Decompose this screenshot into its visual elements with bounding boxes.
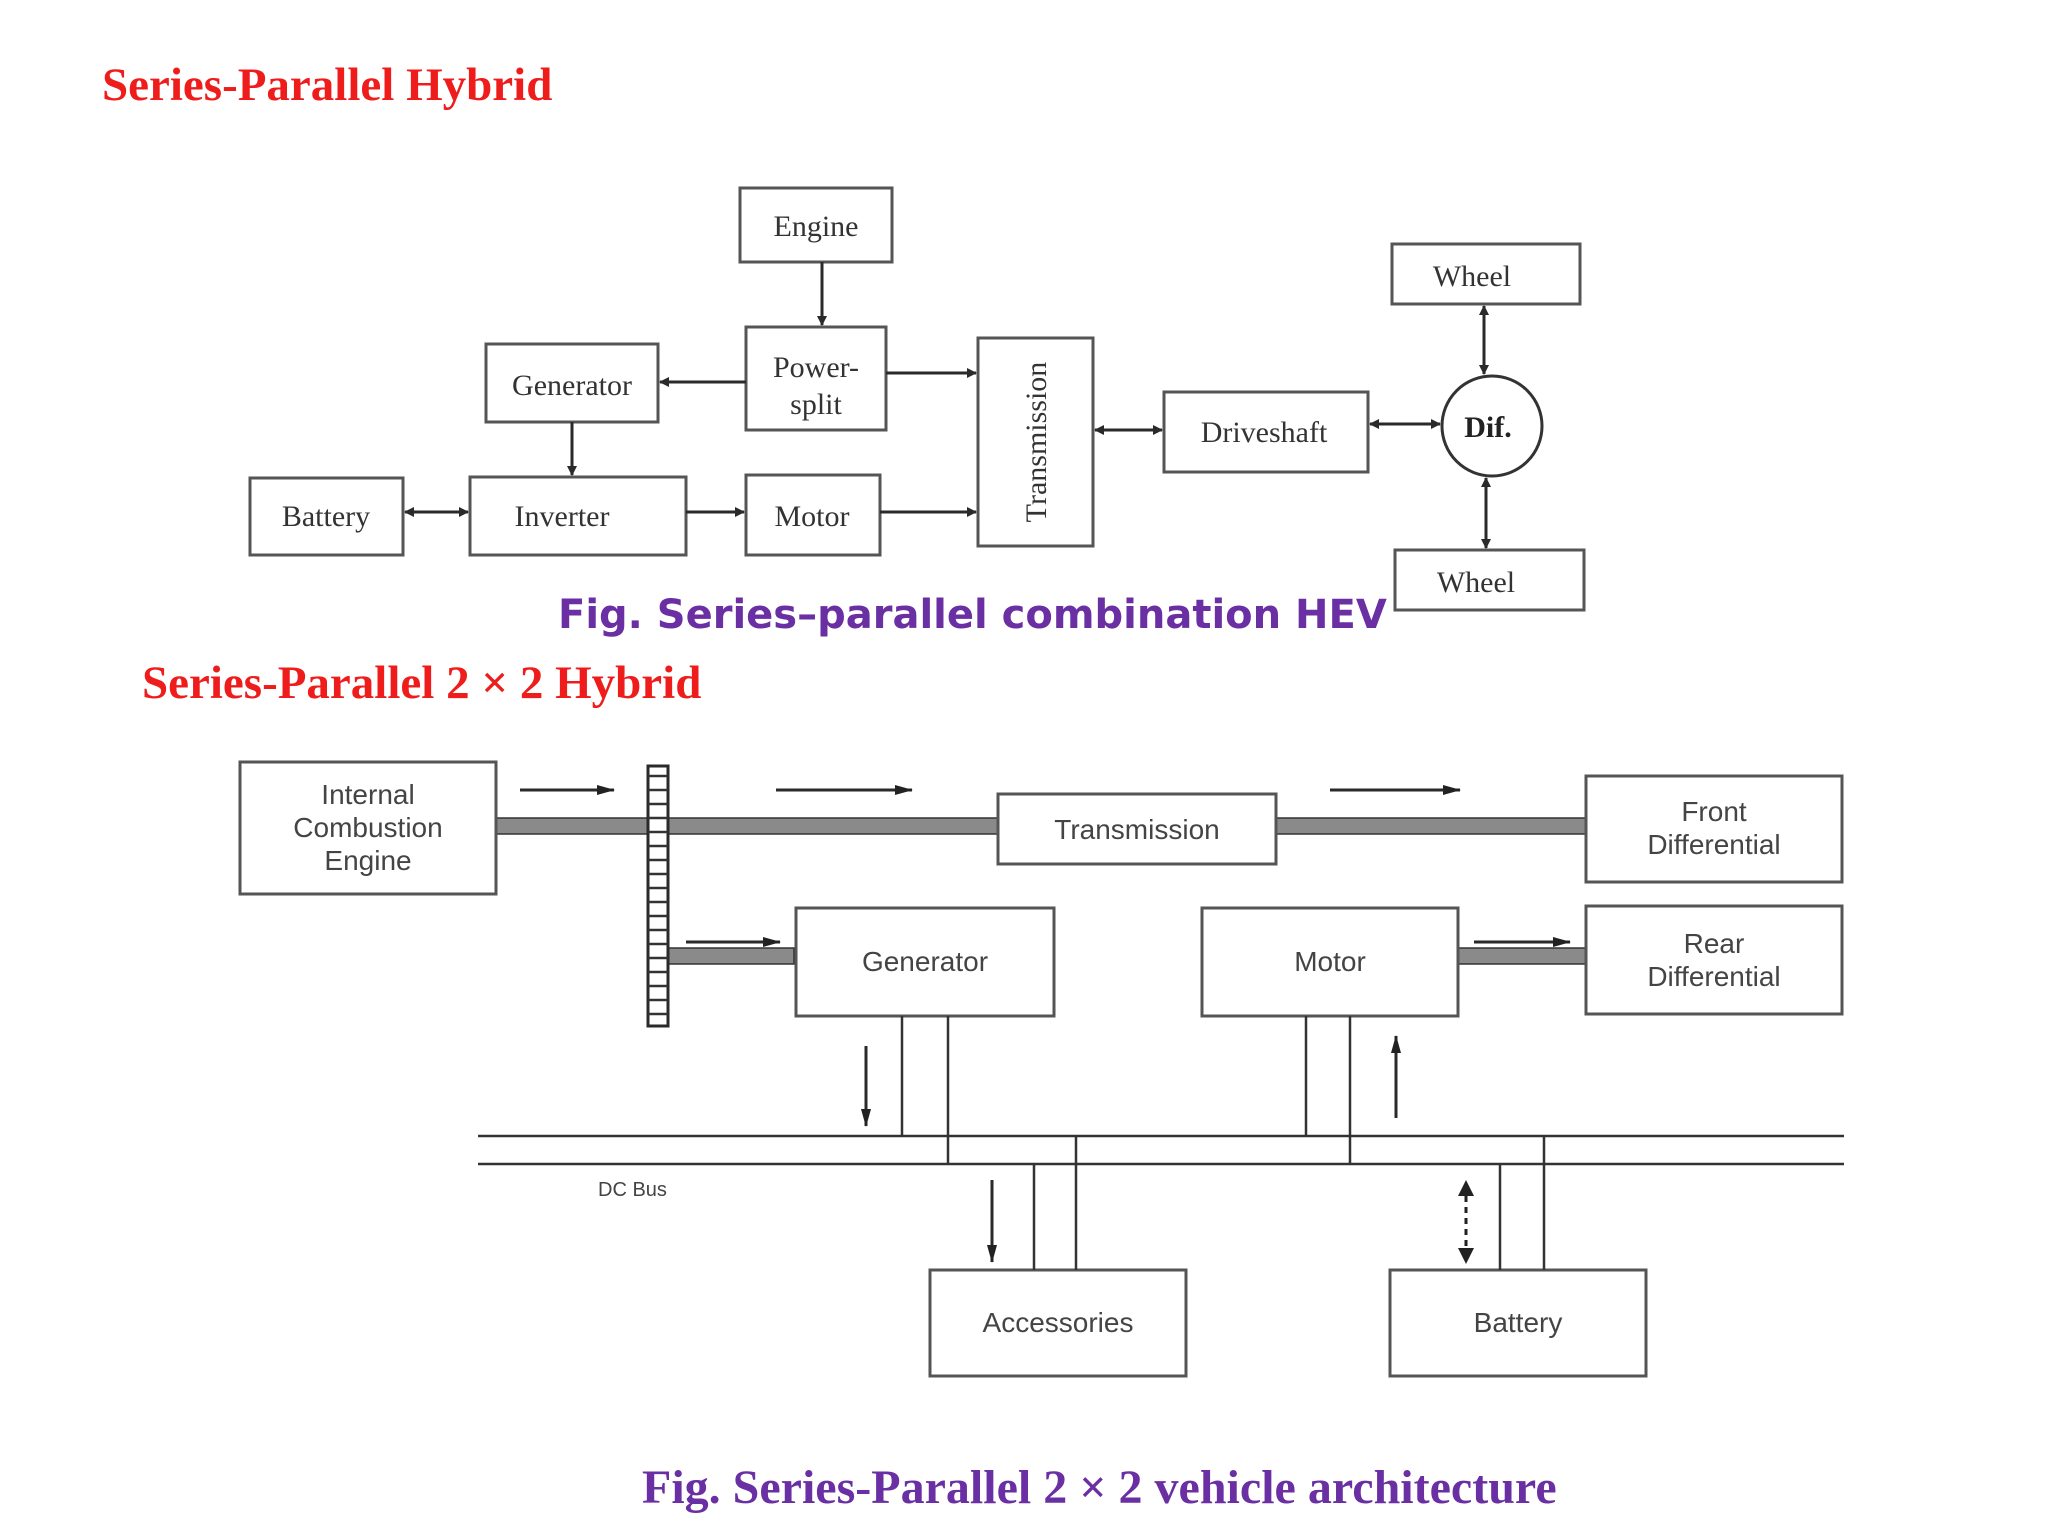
motor2-box: Motor bbox=[1200, 906, 1460, 1018]
engine-box: Engine bbox=[738, 186, 894, 264]
ice-label-line3: Engine bbox=[324, 845, 411, 876]
battery2-label: Battery bbox=[1474, 1307, 1563, 1338]
wheel-bottom-box: Wheel bbox=[1393, 548, 1586, 612]
rear-shaft bbox=[1443, 947, 1587, 965]
wheel-top-box: Wheel bbox=[1390, 242, 1582, 306]
generator2-label: Generator bbox=[862, 946, 988, 977]
transmission-label: Transmission bbox=[1020, 362, 1053, 523]
battery-box: Battery bbox=[248, 476, 405, 557]
generator-box: Generator bbox=[484, 342, 660, 424]
rear-diff-label-line1: Rear bbox=[1684, 928, 1745, 959]
power-split-box: Power- split bbox=[744, 325, 888, 432]
dif-label: Dif. bbox=[1464, 411, 1512, 444]
front-diff-label-line2: Differential bbox=[1647, 829, 1780, 860]
battery-label: Battery bbox=[282, 500, 370, 533]
rear-diff-label-line2: Differential bbox=[1647, 961, 1780, 992]
diagram2-2x2-architecture: Internal Combustion Engine Transmission … bbox=[238, 760, 1844, 1378]
driveshaft-box: Driveshaft bbox=[1162, 390, 1370, 474]
power-split-label-line2: split bbox=[790, 388, 842, 421]
generator-label: Generator bbox=[512, 369, 632, 402]
battery2-box: Battery bbox=[1388, 1268, 1648, 1378]
driveshaft-label: Driveshaft bbox=[1201, 416, 1328, 449]
rear-differential-box: Rear Differential bbox=[1584, 904, 1844, 1016]
ice-label-line2: Combustion bbox=[293, 812, 442, 843]
flow-arrow-battery-bidirectional bbox=[1458, 1180, 1474, 1264]
motor-label: Motor bbox=[775, 500, 850, 533]
transmission2-box: Transmission bbox=[996, 792, 1278, 866]
front-diff-label-line1: Front bbox=[1681, 796, 1747, 827]
caption-series-parallel-hev: Fig. Series–parallel combination HEV bbox=[558, 592, 1387, 638]
caption-2x2-vehicle-architecture: Fig. Series-Parallel 2 × 2 vehicle archi… bbox=[642, 1461, 1557, 1514]
motor-box: Motor bbox=[744, 473, 882, 557]
engine-label: Engine bbox=[774, 210, 859, 243]
dc-bus: DC Bus bbox=[478, 1134, 1844, 1201]
differential-circle: Dif. bbox=[1440, 374, 1544, 478]
ice-label-line1: Internal bbox=[321, 779, 414, 810]
front-differential-box: Front Differential bbox=[1584, 774, 1844, 884]
ice-box: Internal Combustion Engine bbox=[238, 760, 498, 896]
accessories-box: Accessories bbox=[928, 1268, 1188, 1378]
wheel-top-label: Wheel bbox=[1433, 260, 1511, 293]
wheel-bottom-label: Wheel bbox=[1437, 566, 1515, 599]
title-series-parallel-hybrid: Series-Parallel Hybrid bbox=[102, 59, 553, 111]
dc-bus-label: DC Bus bbox=[598, 1179, 667, 1201]
accessories-label: Accessories bbox=[983, 1307, 1134, 1338]
generator2-box: Generator bbox=[794, 906, 1056, 1018]
transmission2-label: Transmission bbox=[1054, 814, 1219, 845]
diagram1-series-parallel-hev: Engine Power- split Generator Battery In… bbox=[248, 186, 1586, 612]
inverter-box: Inverter bbox=[468, 475, 688, 557]
power-split-label-line1: Power- bbox=[773, 351, 859, 384]
transmission-box: Transmission bbox=[976, 336, 1095, 548]
title-series-parallel-2x2-hybrid: Series-Parallel 2 × 2 Hybrid bbox=[142, 657, 702, 709]
inverter-label: Inverter bbox=[515, 500, 610, 533]
motor2-label: Motor bbox=[1294, 946, 1366, 977]
gear-icon bbox=[646, 764, 670, 1028]
generator-shaft bbox=[663, 947, 795, 965]
